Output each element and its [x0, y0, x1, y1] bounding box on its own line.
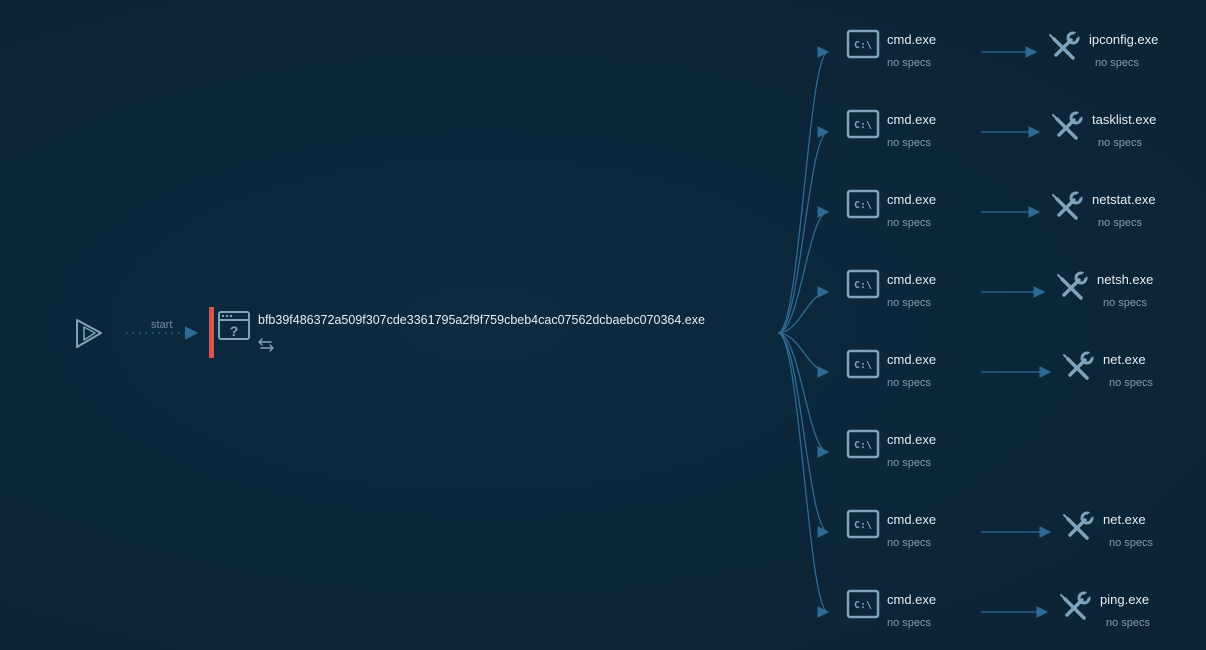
child-process-name[interactable]: net.exe	[1103, 352, 1146, 367]
svg-text:C:\: C:\	[854, 200, 872, 211]
start-label: start	[151, 319, 173, 331]
tools-icon[interactable]	[1052, 190, 1085, 220]
cmd-icon[interactable]: C:\	[846, 29, 880, 59]
cmd-icon[interactable]: C:\	[846, 429, 880, 459]
tools-icon[interactable]	[1063, 350, 1096, 380]
child-process-name[interactable]: netsh.exe	[1097, 272, 1154, 287]
unknown-window-icon[interactable]: ?	[218, 311, 250, 340]
cmd-icon[interactable]: C:\	[846, 189, 880, 219]
tools-icon[interactable]	[1052, 110, 1085, 140]
child-process-specs: no specs	[1109, 377, 1154, 389]
tree-edge	[777, 332, 830, 538]
root-accent-bar	[209, 307, 214, 358]
tree-edge	[777, 126, 830, 334]
swap-arrows-icon[interactable]	[258, 338, 274, 352]
tree-edge	[777, 332, 830, 458]
tools-icon[interactable]	[1049, 30, 1082, 60]
tree-edge	[777, 206, 830, 334]
cmd-process-specs: no specs	[887, 617, 932, 629]
child-process-specs: no specs	[1106, 617, 1151, 629]
child-process-name[interactable]: tasklist.exe	[1092, 112, 1157, 127]
cmd-process-name[interactable]: cmd.exe	[887, 192, 937, 207]
start-icon[interactable]	[76, 319, 102, 348]
svg-text:C:\: C:\	[854, 440, 872, 451]
cmd-icon[interactable]: C:\	[846, 509, 880, 539]
svg-text:C:\: C:\	[854, 600, 872, 611]
cmd-icon[interactable]: C:\	[846, 269, 880, 299]
cmd-process-specs: no specs	[887, 217, 932, 229]
tools-icon[interactable]	[1057, 270, 1090, 300]
cmd-process-specs: no specs	[887, 297, 932, 309]
child-process-specs: no specs	[1095, 57, 1140, 69]
svg-text:?: ?	[230, 323, 239, 339]
cmd-process-name[interactable]: cmd.exe	[887, 432, 937, 447]
cmd-process-specs: no specs	[887, 137, 932, 149]
cmd-process-name[interactable]: cmd.exe	[887, 592, 937, 607]
svg-text:C:\: C:\	[854, 280, 872, 291]
child-process-specs: no specs	[1103, 297, 1148, 309]
svg-text:C:\: C:\	[854, 520, 872, 531]
tree-edge	[777, 332, 830, 618]
child-process-specs: no specs	[1098, 217, 1143, 229]
svg-text:C:\: C:\	[854, 40, 872, 51]
cmd-process-name[interactable]: cmd.exe	[887, 112, 937, 127]
cmd-icon[interactable]: C:\	[846, 349, 880, 379]
root-process-name[interactable]: bfb39f486372a509f307cde3361795a2f9f759cb…	[258, 313, 705, 327]
cmd-process-name[interactable]: cmd.exe	[887, 352, 937, 367]
cmd-process-name[interactable]: cmd.exe	[887, 32, 937, 47]
cmd-process-name[interactable]: cmd.exe	[887, 272, 937, 287]
cmd-icon[interactable]: C:\	[846, 589, 880, 619]
tree-edge	[777, 286, 830, 334]
tools-icon[interactable]	[1063, 510, 1096, 540]
cmd-process-specs: no specs	[887, 457, 932, 469]
tools-icon[interactable]	[1060, 590, 1093, 620]
cmd-process-specs: no specs	[887, 57, 932, 69]
child-process-specs: no specs	[1109, 537, 1154, 549]
child-process-name[interactable]: ping.exe	[1100, 592, 1150, 607]
cmd-process-specs: no specs	[887, 537, 932, 549]
child-process-name[interactable]: ipconfig.exe	[1089, 32, 1159, 47]
tree-edge	[777, 332, 830, 378]
cmd-icon[interactable]: C:\	[846, 109, 880, 139]
tree-edge	[777, 46, 830, 334]
child-process-name[interactable]: net.exe	[1103, 512, 1146, 527]
svg-text:C:\: C:\	[854, 120, 872, 131]
cmd-process-name[interactable]: cmd.exe	[887, 512, 937, 527]
cmd-process-specs: no specs	[887, 377, 932, 389]
svg-text:C:\: C:\	[854, 360, 872, 371]
child-process-specs: no specs	[1098, 137, 1143, 149]
child-process-name[interactable]: netstat.exe	[1092, 192, 1156, 207]
